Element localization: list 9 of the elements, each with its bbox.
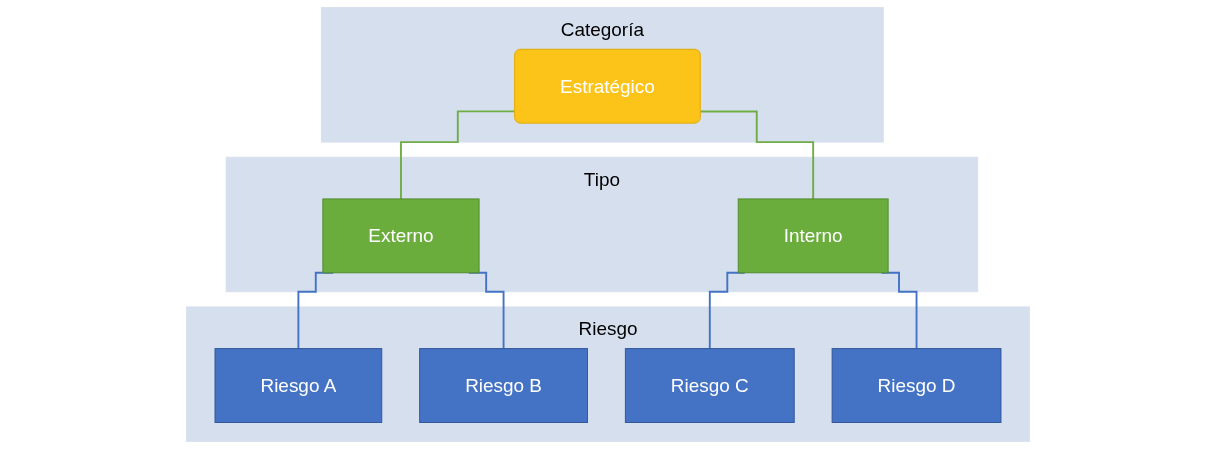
node-box: Riesgo A xyxy=(214,348,382,423)
connector xyxy=(698,110,814,200)
connector xyxy=(399,110,516,200)
node-box: Riesgo B xyxy=(418,348,588,423)
node-box: Riesgo C xyxy=(624,348,795,423)
node-box: Externo xyxy=(321,198,480,274)
node-box: Estratégico xyxy=(513,48,701,124)
node-box: Riesgo D xyxy=(831,348,1001,423)
node-box: Interno xyxy=(737,198,889,274)
